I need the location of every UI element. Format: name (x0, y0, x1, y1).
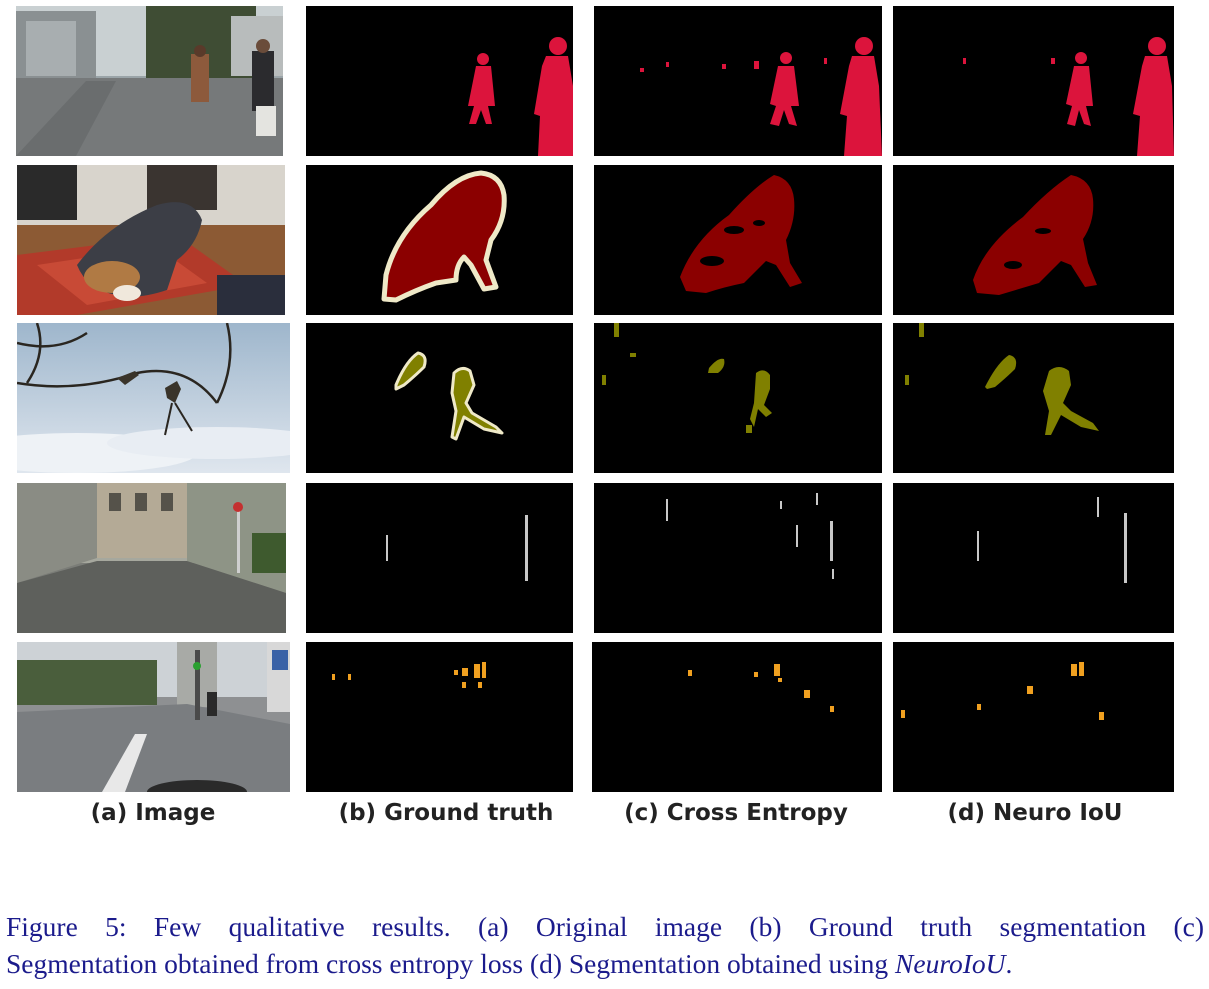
caption-line-2-end: . (1005, 948, 1013, 979)
cross-entropy-street-pedestrians (594, 6, 882, 156)
caption-line-2: Segmentation obtained from cross entropy… (6, 945, 1204, 982)
caption-line-1: Figure 5: Few qualitative results. (a) O… (6, 911, 1204, 942)
image-birds-on-branch (17, 323, 290, 473)
cross-entropy-street-poles (594, 483, 882, 633)
image-street-traffic-signs (17, 642, 290, 792)
column-label-cross-entropy: (c) Cross Entropy (624, 800, 848, 826)
ground-truth-birds-on-branch (306, 323, 573, 473)
column-label-image: (a) Image (90, 800, 216, 826)
ground-truth-dog-on-rug (306, 165, 573, 315)
cross-entropy-dog-on-rug (594, 165, 882, 315)
figure-caption: Figure 5: Few qualitative results. (a) O… (6, 908, 1204, 982)
ground-truth-street-traffic-signs (306, 642, 573, 792)
cross-entropy-street-traffic-signs (592, 642, 882, 792)
cross-entropy-birds-on-branch (594, 323, 882, 473)
ground-truth-street-pedestrians (306, 6, 573, 156)
ground-truth-street-poles (306, 483, 573, 633)
neuro-iou-street-traffic-signs (893, 642, 1174, 792)
neuro-iou-street-pedestrians (893, 6, 1174, 156)
neuro-iou-street-poles (893, 483, 1174, 633)
figure-grid (16, 6, 1174, 792)
caption-line-2-text: Segmentation obtained from cross entropy… (6, 948, 896, 979)
neuro-iou-dog-on-rug (893, 165, 1174, 315)
caption-method-name: NeuroIoU (895, 948, 1006, 979)
column-label-ground-truth: (b) Ground truth (338, 800, 554, 826)
neuro-iou-birds-on-branch (893, 323, 1174, 473)
image-street-pedestrians (16, 6, 283, 156)
column-label-neuro-iou: (d) Neuro IoU (947, 800, 1123, 826)
image-dog-on-rug (17, 165, 285, 315)
image-street-poles (17, 483, 286, 633)
